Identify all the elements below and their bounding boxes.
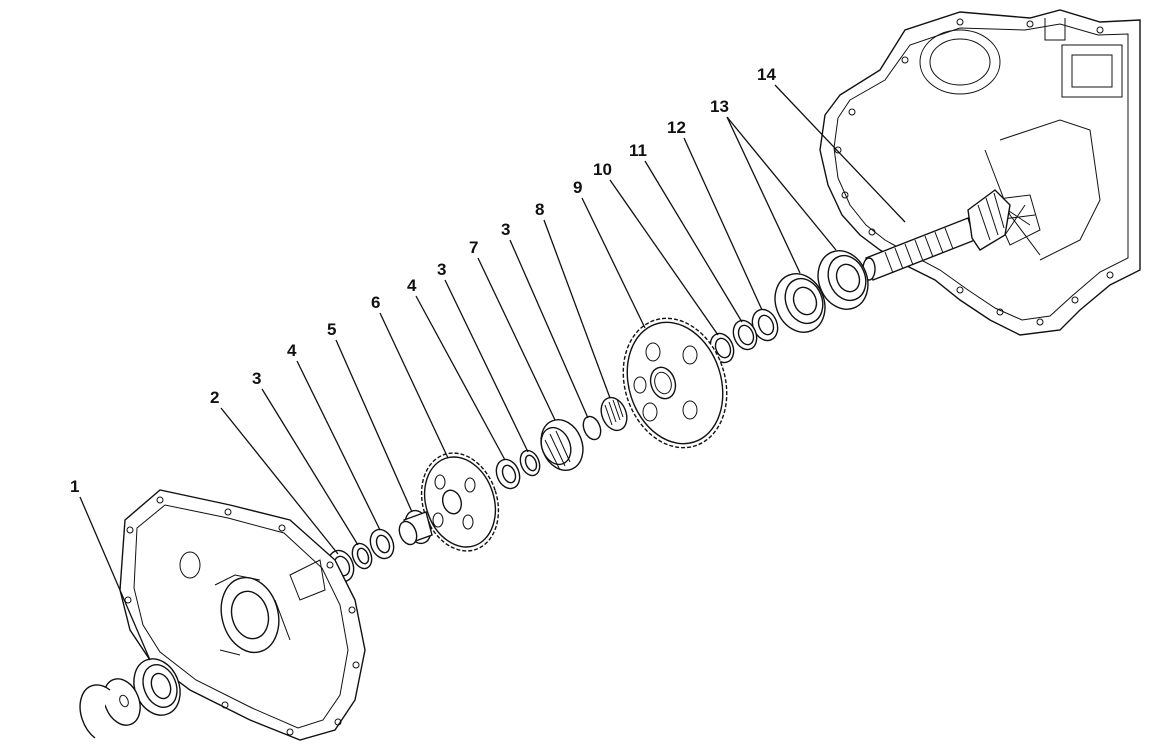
snap-ring-3-c	[582, 415, 602, 441]
bearing-13-outer	[817, 250, 869, 310]
callout-6: 6	[371, 293, 380, 312]
bearing-1	[133, 658, 181, 716]
callout-4b: 4	[407, 276, 417, 295]
callout-9: 9	[573, 178, 582, 197]
large-gear-9	[622, 317, 728, 449]
synchronizer-7	[540, 419, 584, 471]
callout-4: 4	[287, 341, 297, 360]
bearing-13-inner	[774, 273, 826, 333]
ring-12	[751, 308, 779, 342]
callout-3: 3	[252, 369, 261, 388]
callout-3b: 3	[437, 260, 446, 279]
callout-8: 8	[535, 200, 544, 219]
callout-10: 10	[593, 160, 612, 179]
spacer-4-b	[495, 458, 521, 490]
snap-ring-3-b	[519, 449, 541, 477]
callout-labels: 1 2 3 4 5 6 4 3 7 3 8 9 10 11 12 13 14	[70, 65, 776, 496]
gear-6	[420, 452, 500, 552]
callout-13: 13	[710, 97, 729, 116]
thrust-washer	[103, 678, 141, 726]
callout-5: 5	[327, 320, 336, 339]
callout-12: 12	[667, 118, 686, 137]
callout-2: 2	[210, 388, 219, 407]
sleeve-5	[398, 509, 433, 546]
snap-ring	[79, 684, 111, 739]
callout-3c: 3	[501, 220, 510, 239]
callout-1: 1	[70, 477, 79, 496]
leader-lines	[79, 84, 906, 661]
end-cover	[119, 489, 366, 741]
snap-ring-11	[732, 319, 758, 351]
callout-7: 7	[469, 238, 478, 257]
callout-11: 11	[629, 141, 647, 160]
callout-14: 14	[757, 65, 776, 84]
needle-bearing-8	[600, 396, 628, 432]
spacer-4-a	[369, 528, 395, 560]
